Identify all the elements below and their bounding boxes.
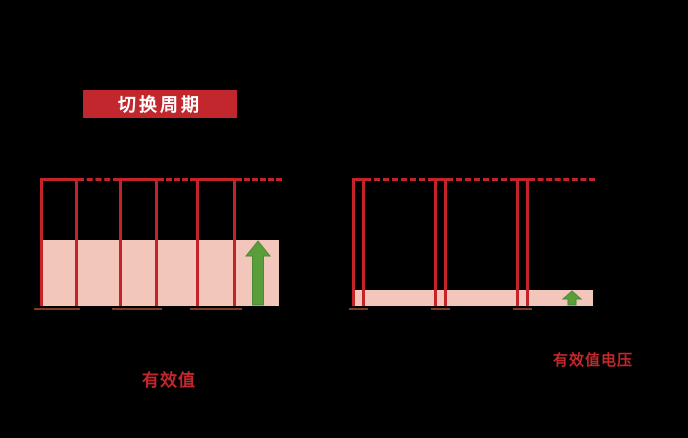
pulse-base-line: [112, 308, 162, 310]
pulse-base-line: [34, 308, 80, 310]
pulse-rect: [40, 178, 78, 306]
dashed-peak-line: [365, 178, 434, 181]
rms-band: [352, 290, 593, 306]
pulse-base-line: [431, 308, 450, 310]
up-arrow-icon: [244, 240, 272, 306]
dashed-peak-line: [158, 178, 196, 181]
dashed-peak-line: [447, 178, 516, 181]
up-arrow-icon: [561, 290, 583, 306]
pulse-base-line: [190, 308, 242, 310]
pulse-rect: [352, 178, 365, 306]
dashed-peak-line: [529, 178, 595, 181]
pulse-base-line: [349, 308, 368, 310]
dashed-peak-line: [78, 178, 119, 181]
rms-band: [40, 240, 279, 306]
pulse-base-line: [513, 308, 532, 310]
switching-period-label: 切换周期: [118, 95, 202, 115]
pulse-rect: [196, 178, 236, 306]
rms-value-label: 有效值: [142, 371, 196, 390]
switching-period-banner: 切换周期: [83, 90, 237, 118]
dashed-peak-line: [236, 178, 282, 181]
rms-voltage-label: 有效值电压: [553, 352, 634, 369]
pulse-rect: [434, 178, 447, 306]
pulse-rect: [516, 178, 529, 306]
pulse-rect: [119, 178, 158, 306]
